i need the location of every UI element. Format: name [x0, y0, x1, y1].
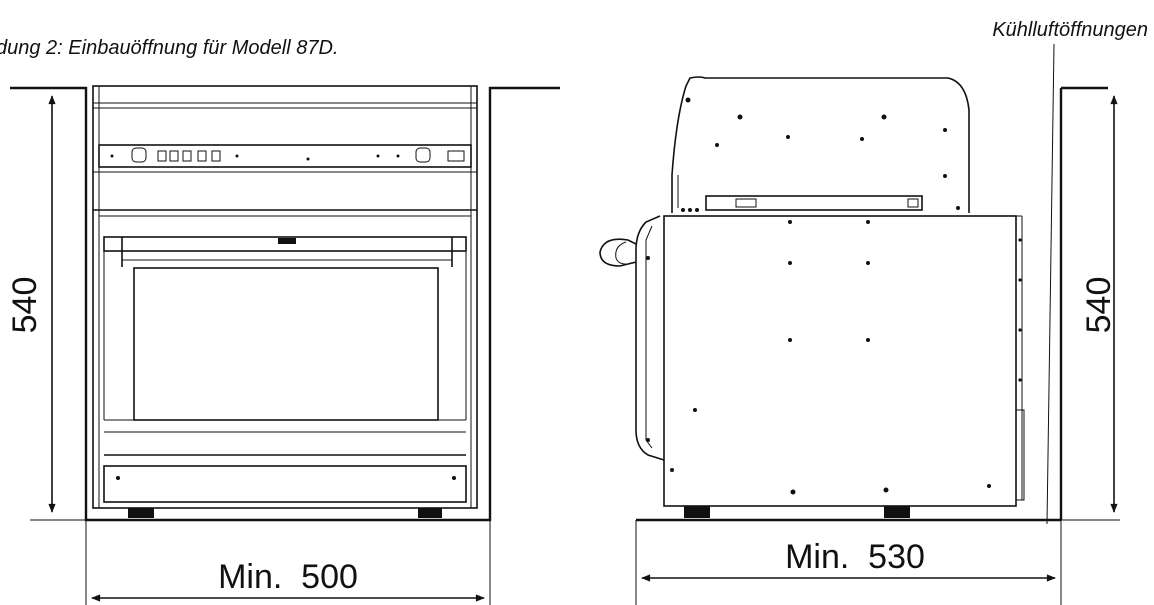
- side-rear-foot: [884, 506, 910, 518]
- front-oven-body: [92, 85, 478, 518]
- front-view: 540 Min. 500: [6, 85, 560, 605]
- side-depth-value: Min. 530: [785, 538, 925, 576]
- front-width-value: Min. 500: [218, 558, 358, 596]
- front-control-knobs: [110, 147, 465, 163]
- front-left-foot: [128, 508, 154, 518]
- side-view: Min. 530 540: [599, 76, 1120, 605]
- cooling-vents-leader-line: [1046, 43, 1055, 525]
- side-front-foot: [684, 506, 710, 518]
- side-door-knob: [599, 238, 637, 267]
- front-right-foot: [418, 508, 442, 518]
- front-niche-outline: [10, 86, 560, 522]
- side-oven-body: [599, 76, 1025, 518]
- side-door-handle: [635, 215, 665, 461]
- front-height-value: 540: [6, 277, 44, 334]
- side-height-value: 540: [1080, 277, 1118, 334]
- cooling-vents-label: Kühlluftöffnungen: [992, 19, 1148, 41]
- figure-caption: dung 2: Einbauöffnung für Modell 87D.: [0, 37, 338, 59]
